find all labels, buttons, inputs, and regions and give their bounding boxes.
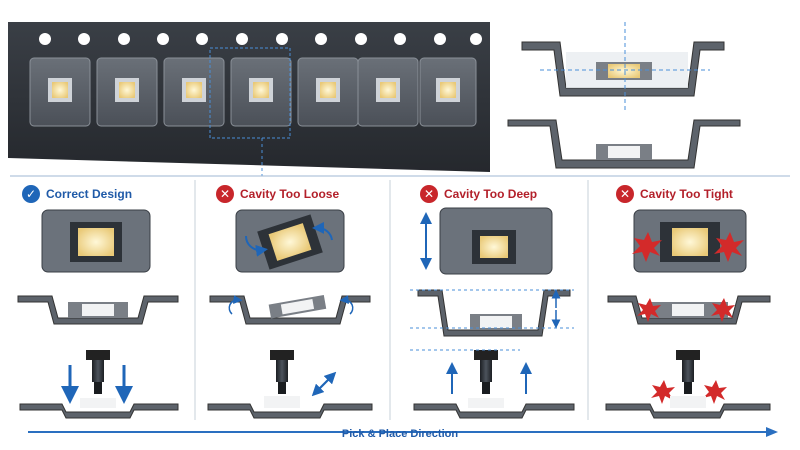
check-icon: ✓ (22, 185, 40, 203)
cross-section-bottom (507, 119, 741, 169)
column-title-deep: ✕ Cavity Too Deep (420, 185, 537, 203)
sprocket-holes (39, 33, 482, 45)
column-label-tight: Cavity Too Tight (640, 187, 733, 201)
x-icon: ✕ (216, 185, 234, 203)
column-title-loose: ✕ Cavity Too Loose (216, 185, 339, 203)
selected-pocket-outline (209, 47, 291, 139)
x-icon: ✕ (616, 185, 634, 203)
x-icon: ✕ (420, 185, 438, 203)
carrier-tape (8, 22, 490, 176)
cross-section-top (521, 22, 725, 112)
collision-burst-icon (632, 232, 744, 262)
too-deep-illustrations (410, 207, 575, 419)
column-label-loose: Cavity Too Loose (240, 187, 340, 201)
too-loose-illustrations (207, 209, 373, 419)
column-label-correct: Correct Design (46, 187, 133, 201)
tape-pockets (29, 57, 477, 127)
column-title-tight: ✕ Cavity Too Tight (616, 185, 733, 203)
pick-place-direction-label: Pick & Place Direction (341, 428, 459, 440)
column-title-correct: ✓ Correct Design (22, 185, 132, 203)
correct-design-illustrations (17, 209, 179, 419)
column-label-deep: Cavity Too Deep (444, 187, 538, 201)
too-tight-illustrations (605, 209, 771, 419)
arrow-head-icon (766, 427, 778, 437)
